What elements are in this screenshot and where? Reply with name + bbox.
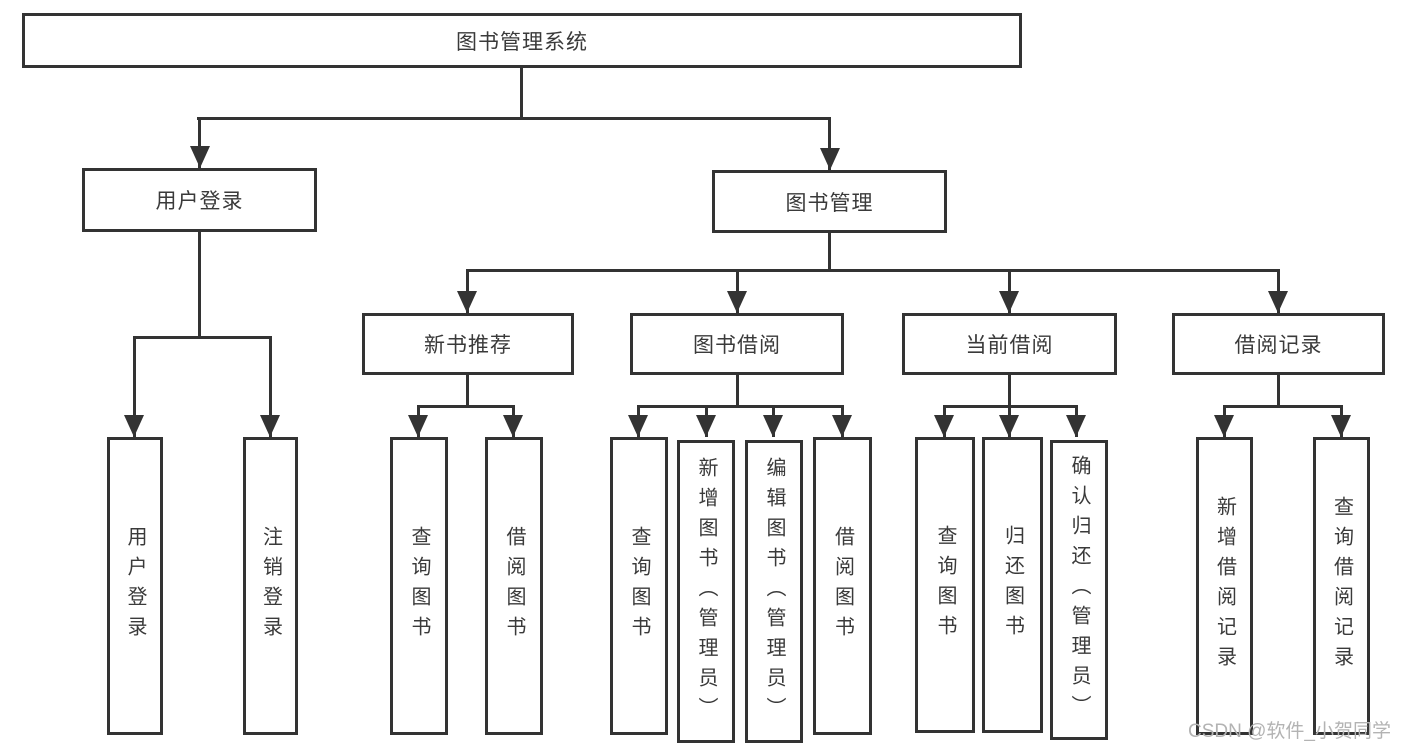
node-book-management: 图书管理 [712, 170, 947, 233]
leaf-logout: 注销登录 [243, 437, 298, 735]
leaf-query-books-newrec-label: 查询图书 [408, 526, 430, 646]
connector-line [269, 336, 272, 437]
leaf-confirm-return-admin-label: 确认归还（管理员） [1068, 455, 1090, 725]
node-new-book-recommend-label: 新书推荐 [424, 334, 512, 357]
leaf-add-borrow-record-label: 新增借阅记录 [1213, 496, 1236, 676]
node-book-borrowing-label: 图书借阅 [693, 334, 781, 357]
leaf-query-borrow-record-label: 查询借阅记录 [1330, 496, 1353, 676]
arrowhead-down-icon [503, 415, 523, 437]
arrowhead-down-icon [1331, 415, 1351, 437]
arrowhead-down-icon [832, 415, 852, 437]
leaf-user-login: 用户登录 [107, 437, 163, 735]
arrowhead-down-icon [763, 415, 783, 437]
arrowhead-down-icon [999, 415, 1019, 437]
node-current-borrowing-label: 当前借阅 [965, 334, 1054, 357]
leaf-add-books-admin-label: 新增图书（管理员） [695, 456, 717, 727]
node-library-system-label: 图书管理系统 [456, 30, 588, 54]
node-user-login: 用户登录 [82, 168, 317, 232]
leaf-confirm-return-admin: 确认归还（管理员） [1050, 440, 1108, 740]
watermark-text: CSDN @软件_小贺同学 [1188, 721, 1391, 742]
arrowhead-down-icon [727, 291, 747, 313]
leaf-add-borrow-record: 新增借阅记录 [1196, 437, 1253, 735]
connector-line [133, 336, 136, 437]
connector-line [197, 117, 831, 120]
connector-line [466, 269, 1280, 272]
arrowhead-down-icon [190, 146, 210, 168]
leaf-borrow-books-borrowing: 借阅图书 [813, 437, 872, 735]
connector-line [637, 405, 844, 408]
node-library-system: 图书管理系统 [22, 13, 1022, 68]
arrowhead-down-icon [457, 291, 477, 313]
leaf-query-books-borrowing: 查询图书 [610, 437, 668, 735]
leaf-borrow-books-borrowing-label: 借阅图书 [831, 526, 854, 646]
leaf-add-books-admin: 新增图书（管理员） [677, 440, 735, 743]
arrowhead-down-icon [408, 415, 428, 437]
arrowhead-down-icon [628, 415, 648, 437]
connector-line [466, 375, 469, 406]
node-user-login-label: 用户登录 [155, 190, 244, 213]
connector-line [736, 375, 739, 406]
arrowhead-down-icon [1214, 415, 1234, 437]
arrowhead-down-icon [696, 415, 716, 437]
connector-line [1008, 375, 1011, 406]
leaf-edit-books-admin-label: 编辑图书（管理员） [763, 456, 785, 727]
node-book-borrowing: 图书借阅 [630, 313, 844, 375]
connector-line [520, 68, 523, 118]
connector-line [198, 117, 201, 168]
leaf-borrow-books-newrec-label: 借阅图书 [503, 526, 525, 646]
node-current-borrowing: 当前借阅 [902, 313, 1117, 375]
connector-line [417, 405, 515, 408]
arrowhead-down-icon [260, 415, 280, 437]
leaf-edit-books-admin: 编辑图书（管理员） [745, 440, 803, 743]
leaf-return-books-label: 归还图书 [1001, 525, 1024, 645]
arrowhead-down-icon [124, 415, 144, 437]
leaf-user-login-label: 用户登录 [124, 526, 146, 646]
leaf-borrow-books-newrec: 借阅图书 [485, 437, 543, 735]
node-borrowing-records: 借阅记录 [1172, 313, 1385, 375]
connector-line [133, 336, 272, 339]
leaf-return-books: 归还图书 [982, 437, 1043, 733]
connector-line [828, 117, 831, 170]
leaf-query-books-current-label: 查询图书 [934, 525, 956, 645]
arrowhead-down-icon [820, 148, 840, 170]
leaf-query-books-newrec: 查询图书 [390, 437, 448, 735]
node-borrowing-records-label: 借阅记录 [1234, 334, 1323, 357]
arrowhead-down-icon [999, 291, 1019, 313]
arrowhead-down-icon [934, 415, 954, 437]
leaf-query-borrow-record: 查询借阅记录 [1313, 437, 1370, 735]
node-new-book-recommend: 新书推荐 [362, 313, 574, 375]
connector-line [1223, 405, 1343, 408]
node-book-management-label: 图书管理 [785, 191, 874, 215]
leaf-query-books-current: 查询图书 [915, 437, 975, 733]
connector-line [828, 233, 831, 270]
leaf-query-books-borrowing-label: 查询图书 [628, 526, 650, 646]
leaf-logout-label: 注销登录 [259, 526, 282, 646]
connector-line [1277, 375, 1280, 406]
connector-line [198, 232, 201, 337]
arrowhead-down-icon [1066, 415, 1086, 437]
arrowhead-down-icon [1268, 291, 1288, 313]
